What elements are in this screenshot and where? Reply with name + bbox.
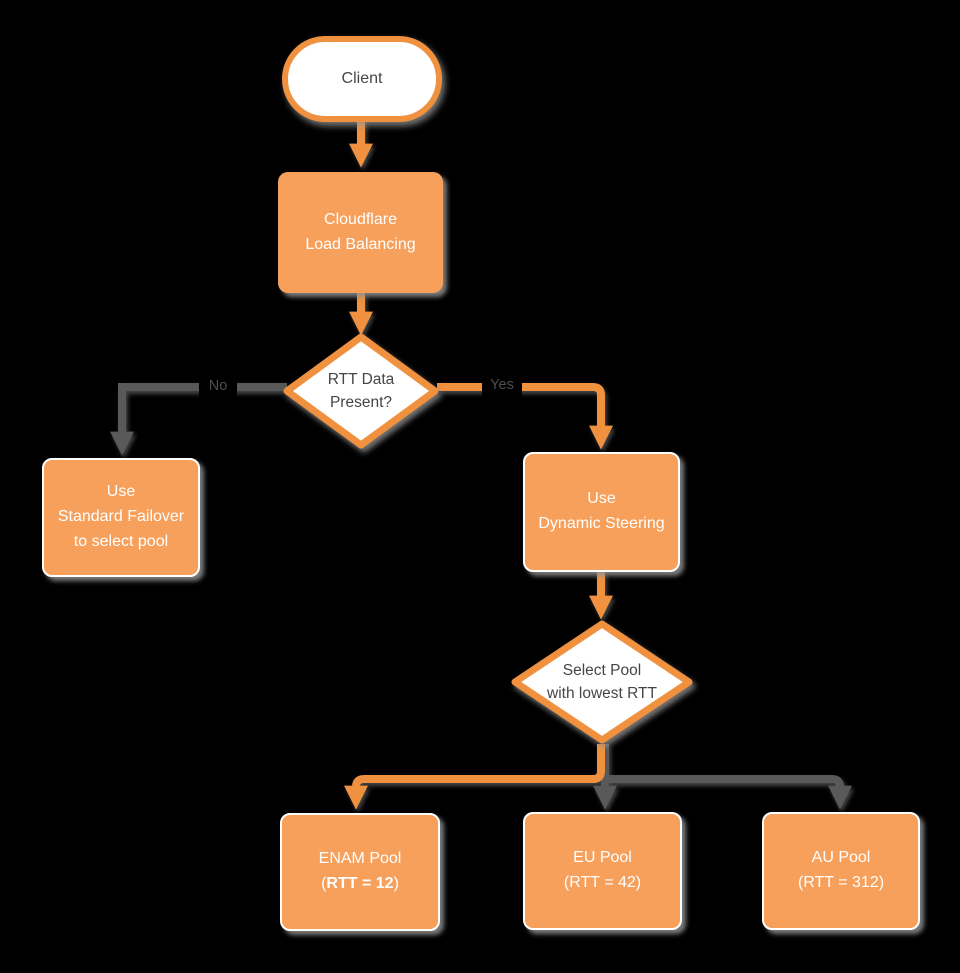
edge-label-yes: Yes: [482, 370, 522, 400]
pool-name: ENAM Pool: [318, 850, 402, 868]
edge-yes-to-dynamic-steering: [437, 383, 613, 450]
node-standard-failover: Use Standard Failover to select pool: [42, 458, 200, 577]
pool-rtt: (RTT = 42): [563, 874, 642, 891]
node-select-pool: Select Pool with lowest RTT: [511, 620, 693, 744]
diamond-shape-icon: [511, 620, 693, 744]
diamond-shape-icon: [283, 333, 439, 449]
node-client: Client: [282, 36, 442, 122]
node-rtt-decision-line1: RTT Data: [327, 370, 395, 388]
node-pool-au: AU Pool (RTT = 312): [762, 812, 920, 930]
node-dynamic-steering: Use Dynamic Steering: [523, 452, 680, 572]
node-pool-enam: ENAM Pool (RTT = 12): [280, 813, 440, 931]
node-load-balancer: Cloudflare Load Balancing: [278, 172, 443, 293]
pool-name: AU Pool: [811, 849, 871, 867]
node-dynamic-steering-line2: Dynamic Steering: [538, 515, 665, 532]
node-client-label: Client: [341, 70, 383, 87]
node-select-pool-line2: with lowest RTT: [547, 685, 657, 702]
node-standard-failover-line1: Use: [106, 483, 136, 501]
node-rtt-decision-line2: Present?: [329, 394, 393, 411]
pool-name: EU Pool: [573, 849, 632, 867]
edge-select-pool-to-enam: [344, 744, 605, 810]
node-standard-failover-line2: Standard Failover: [57, 508, 185, 526]
node-rtt-decision: RTT Data Present?: [283, 333, 439, 449]
pool-rtt: (RTT = 312): [797, 874, 885, 891]
pool-rtt: (RTT = 12): [321, 875, 399, 892]
node-dynamic-steering-line1: Use: [587, 490, 616, 508]
node-load-balancer-line2: Load Balancing: [305, 235, 416, 253]
edge-select-pool-to-au: [605, 775, 852, 810]
node-pool-eu: EU Pool (RTT = 42): [523, 812, 682, 930]
node-standard-failover-line3: to select pool: [73, 532, 169, 550]
edge-label-no: No: [199, 371, 237, 401]
node-load-balancer-line1: Cloudflare: [324, 210, 397, 228]
node-select-pool-line1: Select Pool: [562, 661, 642, 679]
